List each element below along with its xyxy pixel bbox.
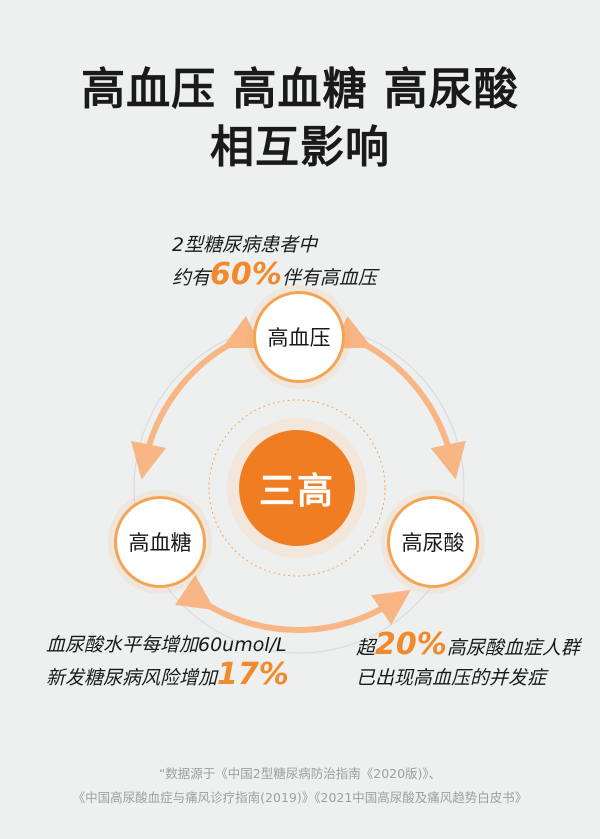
stat-top-post: 伴有高血压 — [281, 267, 377, 289]
node-diabetes: 高血糖 — [114, 496, 206, 588]
stat-top-line2: 约有60%伴有高血压 — [172, 260, 377, 293]
page-title-line1: 高血压 高血糖 高尿酸 — [81, 64, 519, 115]
footnote-line1: “数据源于《中国2型糖尿病防治指南《2020版)》、 — [158, 766, 442, 781]
stat-right-line2: 已出现高血压的并发症 — [356, 667, 547, 689]
stat-left-line1: 血尿酸水平每增加60umol/L — [46, 634, 287, 656]
stat-right-highlight: 20% — [375, 627, 447, 662]
center-three-highs: 三高 — [239, 430, 355, 546]
node-hypertension: 高血压 — [253, 291, 345, 383]
stat-right-post: 高尿酸血症人群 — [446, 637, 580, 659]
arrow-left — [130, 315, 263, 480]
inner-dashed-ring — [208, 399, 386, 577]
stat-right-line1: 超20%高尿酸血症人群 — [356, 630, 580, 663]
arrow-bottom — [175, 575, 411, 633]
stat-top-pre: 约有 — [172, 267, 211, 289]
stat-top-highlight: 60% — [210, 257, 282, 292]
node-uric-acid: 高尿酸 — [387, 496, 479, 588]
page-title-line2: 相互影响 — [210, 122, 390, 173]
footnote-line2: 《中国高尿酸血症与痛风诊疗指南(2019)》《2021中国高尿酸及痛风趋势白皮书… — [72, 790, 528, 805]
stat-right-pre: 超 — [356, 637, 376, 659]
arrow-right — [332, 316, 466, 480]
stat-top-line1: 2型糖尿病患者中 — [172, 234, 318, 256]
stat-uric-diabetes: 血尿酸水平每增加60umol/L 新发糖尿病风险增加17% — [46, 630, 289, 693]
stat-left-pre: 新发糖尿病风险增加 — [46, 667, 218, 689]
stat-left-highlight: 17% — [217, 657, 289, 692]
stat-hypertension-diabetes: 2型糖尿病患者中 约有60%伴有高血压 — [172, 230, 377, 293]
stat-uric-hypertension: 超20%高尿酸血症人群 已出现高血压的并发症 — [356, 630, 580, 693]
stat-left-line2: 新发糖尿病风险增加17% — [46, 660, 289, 693]
